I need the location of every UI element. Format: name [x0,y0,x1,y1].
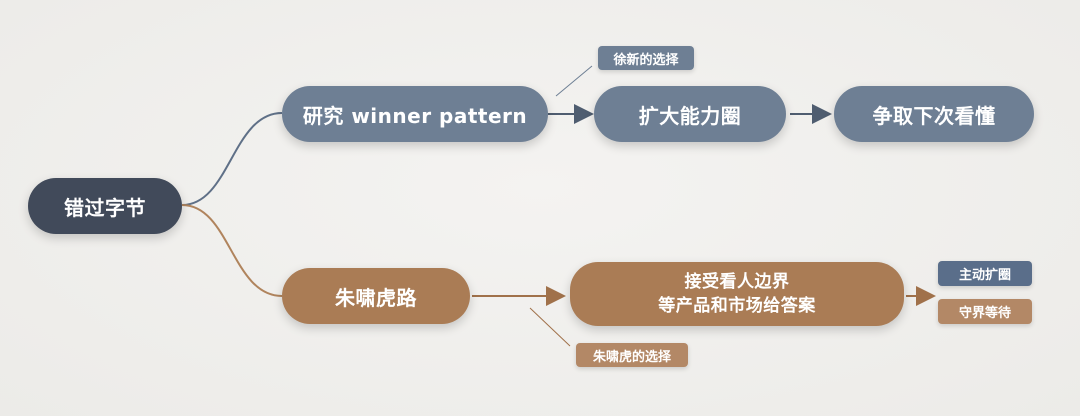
upper-step-3-node[interactable]: 争取下次看懂 [834,86,1034,142]
lower-step-2-node[interactable]: 接受看人边界 等产品和市场给答案 [570,262,904,326]
lower-branch-node[interactable]: 朱啸虎路 [282,268,470,324]
root-node[interactable]: 错过字节 [28,178,182,234]
lower-outcome-1-tag[interactable]: 主动扩圈 [938,261,1032,286]
lower-note-leader [529,307,571,347]
root-to-upper-connector [181,112,283,206]
lower-outcome-2-tag[interactable]: 守界等待 [938,299,1032,324]
upper-step-2-node[interactable]: 扩大能力圈 [594,86,786,142]
lower-step-2-line-1: 接受看人边界 [684,272,790,292]
upper-note-tag: 徐新的选择 [598,46,694,70]
upper-note-leader [555,65,593,97]
upper-branch-node[interactable]: 研究 winner pattern [282,86,548,142]
root-to-lower-connector [181,204,283,297]
lower-step-2-line-2: 等产品和市场给答案 [658,296,816,316]
lower-note-tag: 朱啸虎的选择 [576,343,688,367]
